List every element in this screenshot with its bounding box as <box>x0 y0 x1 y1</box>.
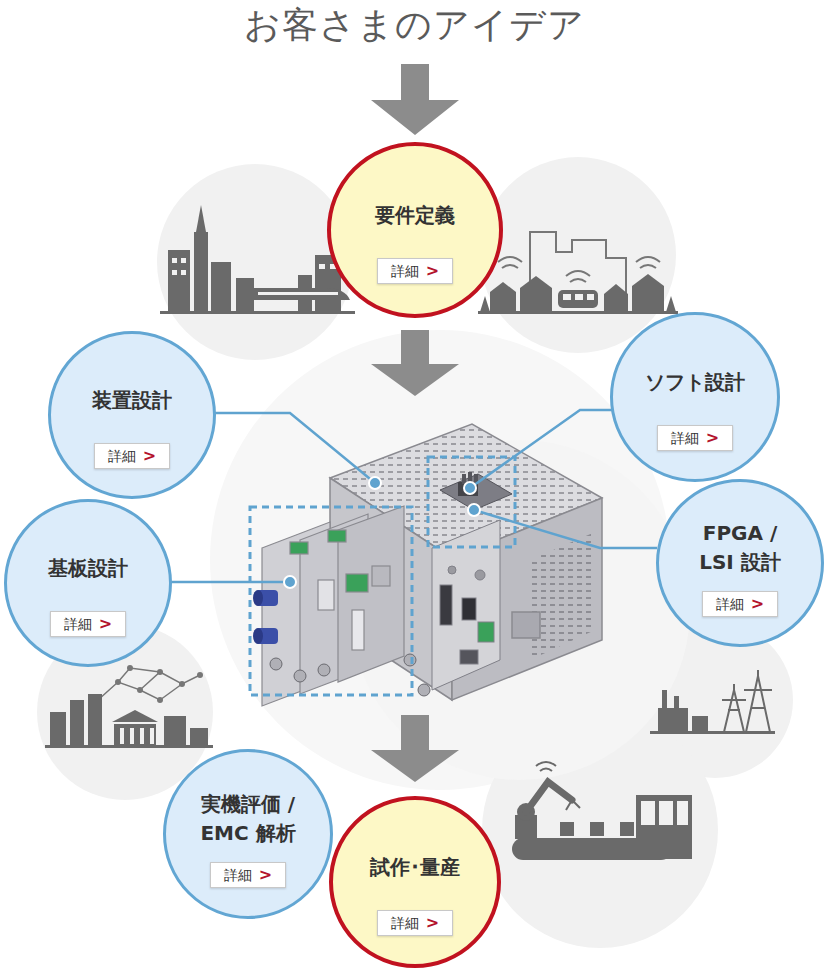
circle-outline <box>48 331 216 499</box>
circle-outline <box>329 796 501 968</box>
step-circle: 試作･量産詳細 > <box>329 796 501 968</box>
power-tower <box>722 670 772 732</box>
chevron-mark: > <box>259 867 272 883</box>
step-circle: FPGA / LSI 設計詳細 > <box>656 479 824 647</box>
button-label: 詳細 <box>391 264 419 278</box>
step-heading: 要件定義 <box>340 201 490 230</box>
chevron-mark: > <box>706 430 719 446</box>
page-title: お客さまのアイデア <box>0 2 829 48</box>
button-label: 詳細 <box>108 449 136 463</box>
step-heading: 基板設計 <box>18 554 158 583</box>
step-circle: 要件定義詳細 > <box>327 142 503 318</box>
button-label: 詳細 <box>391 916 419 930</box>
connector-knob <box>253 590 430 696</box>
chevron-mark: > <box>751 596 764 612</box>
circle-outline <box>327 142 503 318</box>
step-heading: ソフト設計 <box>625 368 765 397</box>
detail-button: 詳細 > <box>377 910 453 936</box>
city-silhouette <box>160 205 355 314</box>
detail-button: 詳細 > <box>50 611 126 637</box>
circle-shape <box>612 314 779 481</box>
button-label: 詳細 <box>64 617 92 631</box>
circle-shape <box>331 798 499 966</box>
chevron-mark: > <box>426 915 439 931</box>
chevron-mark: > <box>143 448 156 464</box>
step-circle: ソフト設計詳細 > <box>610 312 780 482</box>
circle-shape <box>658 481 823 646</box>
detail-button: 詳細 > <box>210 862 286 888</box>
highlight-frame <box>250 457 515 695</box>
leader-line <box>170 410 657 582</box>
circle-shape <box>165 751 332 918</box>
step-circle: 実機評価 / EMC 解析詳細 > <box>163 749 333 919</box>
circuit-boards <box>262 506 404 706</box>
button-label: 詳細 <box>671 431 699 445</box>
leader-dot <box>284 477 480 588</box>
city-silhouette <box>45 694 213 748</box>
step-heading: 試作･量産 <box>340 853 490 882</box>
circle-outline <box>610 312 780 482</box>
robot-conveyor <box>512 795 692 860</box>
button-label: 詳細 <box>224 868 252 882</box>
network-graph <box>98 668 200 700</box>
step-circle: 基板設計詳細 > <box>4 499 172 667</box>
chevron-mark: > <box>99 616 112 632</box>
detail-button: 詳細 > <box>94 443 170 469</box>
factory-silhouette <box>650 690 775 734</box>
circle-outline <box>4 499 172 667</box>
device-housing <box>330 424 602 700</box>
step-heading: 装置設計 <box>62 386 202 415</box>
front-panel <box>432 520 500 690</box>
circle-shape <box>6 501 171 666</box>
step-heading: 実機評価 / EMC 解析 <box>192 790 304 848</box>
detail-button: 詳細 > <box>702 591 778 617</box>
step-heading: FPGA / LSI 設計 <box>692 519 788 577</box>
detail-button: 詳細 > <box>657 425 733 451</box>
step-circle: 装置設計詳細 > <box>48 331 216 499</box>
circle-shape <box>50 333 215 498</box>
detail-button: 詳細 > <box>377 258 453 284</box>
chevron-mark: > <box>426 263 439 279</box>
button-label: 詳細 <box>716 597 744 611</box>
circle-shape <box>329 144 501 316</box>
